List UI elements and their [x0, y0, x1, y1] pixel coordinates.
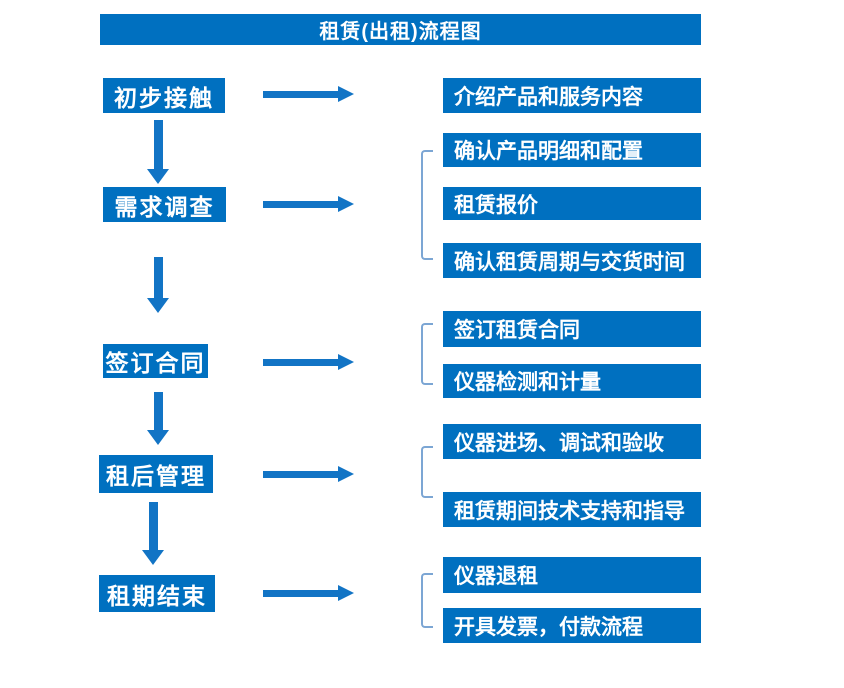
right-arrow-shaft	[263, 470, 338, 478]
right-arrow-2	[263, 196, 354, 212]
detail-confirm-product-config: 确认产品明细和配置	[443, 133, 701, 167]
detail-tech-support: 租赁期间技术支持和指导	[443, 492, 701, 527]
down-arrow-shaft	[153, 257, 163, 298]
down-arrow-shaft	[148, 502, 158, 550]
down-arrow-1	[147, 120, 169, 184]
detail-confirm-period-delivery: 确认租赁周期与交货时间	[443, 243, 701, 278]
detail-rental-quotation: 租赁报价	[443, 187, 701, 220]
right-arrow-head	[338, 354, 354, 370]
bracket-sign-contract	[421, 323, 433, 385]
right-arrow-head	[338, 86, 354, 102]
bracket-demand-survey	[421, 150, 433, 260]
detail-introduce-products: 介绍产品和服务内容	[443, 78, 701, 113]
down-arrow-shaft	[153, 392, 163, 430]
down-arrow-head	[147, 169, 169, 184]
right-arrow-head	[338, 466, 354, 482]
right-arrow-3	[263, 354, 354, 370]
down-arrow-head	[142, 550, 164, 565]
right-arrow-shaft	[263, 358, 338, 366]
step-post-rental-management: 租后管理	[99, 455, 213, 493]
detail-instrument-setup: 仪器进场、调试和验收	[443, 424, 701, 459]
flowchart-title: 租赁(出租)流程图	[100, 14, 701, 45]
down-arrow-3	[147, 392, 169, 445]
step-rental-end: 租期结束	[99, 575, 215, 612]
detail-sign-rental-contract: 签订租赁合同	[443, 311, 701, 347]
bracket-post-rental	[421, 446, 433, 498]
right-arrow-shaft	[263, 200, 338, 208]
down-arrow-2	[147, 257, 169, 313]
step-demand-survey: 需求调查	[103, 187, 226, 222]
bracket-rental-end	[421, 573, 433, 628]
down-arrow-4	[142, 502, 164, 565]
down-arrow-head	[147, 430, 169, 445]
detail-invoice-payment: 开具发票，付款流程	[443, 608, 701, 643]
detail-instrument-testing: 仪器检测和计量	[443, 364, 701, 398]
right-arrow-4	[263, 466, 354, 482]
step-sign-contract: 签订合同	[103, 344, 208, 378]
down-arrow-head	[147, 298, 169, 313]
right-arrow-head	[338, 585, 354, 601]
step-initial-contact: 初步接触	[103, 78, 225, 113]
right-arrow-1	[263, 86, 354, 102]
right-arrow-shaft	[263, 90, 338, 98]
right-arrow-head	[338, 196, 354, 212]
detail-instrument-return: 仪器退租	[443, 557, 701, 593]
down-arrow-shaft	[153, 120, 163, 169]
right-arrow-shaft	[263, 589, 338, 597]
right-arrow-5	[263, 585, 354, 601]
